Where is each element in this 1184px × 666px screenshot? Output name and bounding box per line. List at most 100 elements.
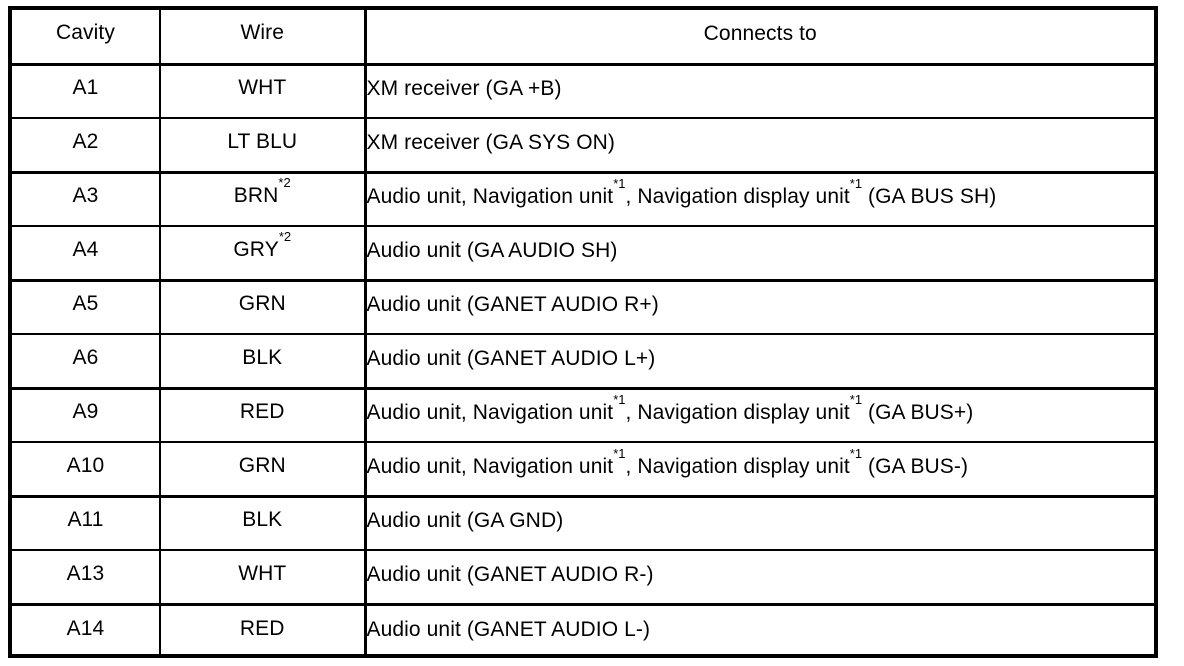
cell-connects-to: Audio unit (GANET AUDIO R-) [365,550,1154,606]
column-header-connects-to: Connects to [365,10,1154,66]
wire-color-code: RED [239,400,285,424]
table-header-row: Cavity Wire Connects to [12,10,1154,66]
cavity-value: A14 [66,616,105,640]
connects-to-segment: , Navigation display unit [625,401,850,425]
cavity-value: A6 [72,345,99,369]
connects-to-segment: Audio unit, Navigation unit [366,185,614,209]
footnote-marker: *1 [613,392,626,408]
cell-wire: GRY*2 [160,226,367,282]
wire-color-code: GRN [238,292,286,316]
cavity-value: A2 [72,129,99,153]
wire-color-code: LT BLU [227,129,298,153]
cell-cavity: A14 [12,604,161,658]
connects-to-value: Audio unit, Navigation unit*1, Navigatio… [366,177,1155,209]
table-row: A13 WHT Audio unit (GANET AUDIO R-) [12,550,1154,606]
footnote-marker: *1 [849,392,863,408]
table-header: Cavity Wire Connects to [12,10,1154,66]
connects-to-segment: , Navigation display unit [625,454,850,478]
wire-value: BLK [161,345,364,369]
connects-to-segment: Audio unit (GA AUDIO SH) [366,238,618,262]
wire-value: BRN*2 [161,176,364,208]
column-header-cavity-label: Cavity [56,21,115,45]
column-header-connects-to-label: Connects to [703,22,817,46]
wire-color-code: BLK [242,345,283,369]
connects-to-segment: Audio unit (GA GND) [366,509,564,533]
cell-cavity: A10 [12,442,161,498]
footnote-marker: *1 [849,445,863,461]
footnote-marker: *1 [849,176,863,192]
footnote-marker: *2 [278,228,292,244]
connects-to-segment: (GA BUS-) [862,454,969,478]
cell-cavity: A9 [12,388,161,443]
column-header-cavity: Cavity [12,10,161,66]
wire-value: WHT [161,561,364,585]
connects-to-value: Audio unit (GA AUDIO SH) [366,238,1155,262]
wire-color-code: GRY [233,237,279,261]
column-header-wire: Wire [160,10,367,66]
cell-wire: RED [160,388,367,443]
connects-to-segment: Audio unit, Navigation unit [366,454,614,478]
cell-wire: BLK [160,334,367,390]
wire-value: GRN [161,453,364,477]
connects-to-value: Audio unit (GANET AUDIO L-) [366,617,1155,641]
connects-to-segment: Audio unit (GANET AUDIO R+) [366,293,659,317]
table-row: A5 GRN Audio unit (GANET AUDIO R+) [12,280,1155,335]
wire-value: LT BLU [161,129,364,153]
wire-color-code: BRN [233,184,279,208]
connects-to-segment: Audio unit (GANET AUDIO L+) [366,346,656,370]
wire-value: RED [161,401,364,423]
cell-connects-to: Audio unit (GANET AUDIO L+) [365,334,1155,390]
connects-to-value: Audio unit (GANET AUDIO R+) [367,294,1155,316]
cell-cavity: A1 [12,64,161,119]
connects-to-segment: XM receiver (GA SYS ON) [366,130,616,154]
cell-wire: BLK [160,496,367,551]
connects-to-segment: Audio unit, Navigation unit [366,401,614,425]
footnote-marker: *1 [613,445,626,461]
connects-to-value: Audio unit, Navigation unit*1, Navigatio… [366,447,1155,478]
connects-to-value: Audio unit, Navigation unit*1, Navigatio… [366,393,1155,425]
cell-cavity: A2 [12,118,161,174]
wire-color-code: RED [239,616,285,640]
cell-cavity: A4 [12,226,161,282]
column-header-wire-label: Wire [240,21,285,45]
cavity-value: A9 [72,400,99,424]
table-row: A14 RED Audio unit (GANET AUDIO L-) [12,604,1154,658]
cavity-value: A3 [72,184,99,208]
wire-value: WHT [161,77,364,99]
cell-wire: RED [160,604,367,658]
cell-connects-to: XM receiver (GA +B) [365,64,1154,119]
cell-cavity: A5 [12,280,161,335]
wire-color-code: WHT [238,561,287,585]
connects-to-value: Audio unit (GA GND) [367,510,1155,532]
cell-connects-to: Audio unit (GANET AUDIO L-) [365,604,1154,658]
cavity-value: A11 [67,508,104,532]
cell-connects-to: Audio unit (GA GND) [365,496,1155,551]
wire-value: RED [161,616,364,640]
cavity-value: A1 [72,76,99,100]
cell-connects-to: Audio unit, Navigation unit*1, Navigatio… [365,442,1155,498]
cell-cavity: A13 [12,550,161,606]
cavity-value: A5 [72,292,99,316]
cell-cavity: A11 [12,496,161,551]
cell-connects-to: Audio unit (GANET AUDIO R+) [365,280,1155,335]
wire-color-code: GRN [238,453,286,477]
cell-wire: GRN [160,280,367,335]
connects-to-segment: Audio unit (GANET AUDIO L-) [366,617,651,641]
wire-value: BLK [161,509,364,531]
connects-to-value: Audio unit (GANET AUDIO L+) [366,346,1155,370]
footnote-marker: *2 [278,175,291,191]
cavity-value: A13 [66,561,105,585]
cell-connects-to: XM receiver (GA SYS ON) [365,118,1154,174]
cell-wire: GRN [160,442,367,498]
cell-connects-to: Audio unit (GA AUDIO SH) [365,226,1155,282]
table-row: A2 LT BLU XM receiver (GA SYS ON) [12,118,1154,174]
cell-wire: BRN*2 [160,172,367,227]
cavity-value: A10 [66,453,105,477]
cell-wire: WHT [160,64,367,119]
table-row: A6 BLK Audio unit (GANET AUDIO L+) [12,334,1155,390]
